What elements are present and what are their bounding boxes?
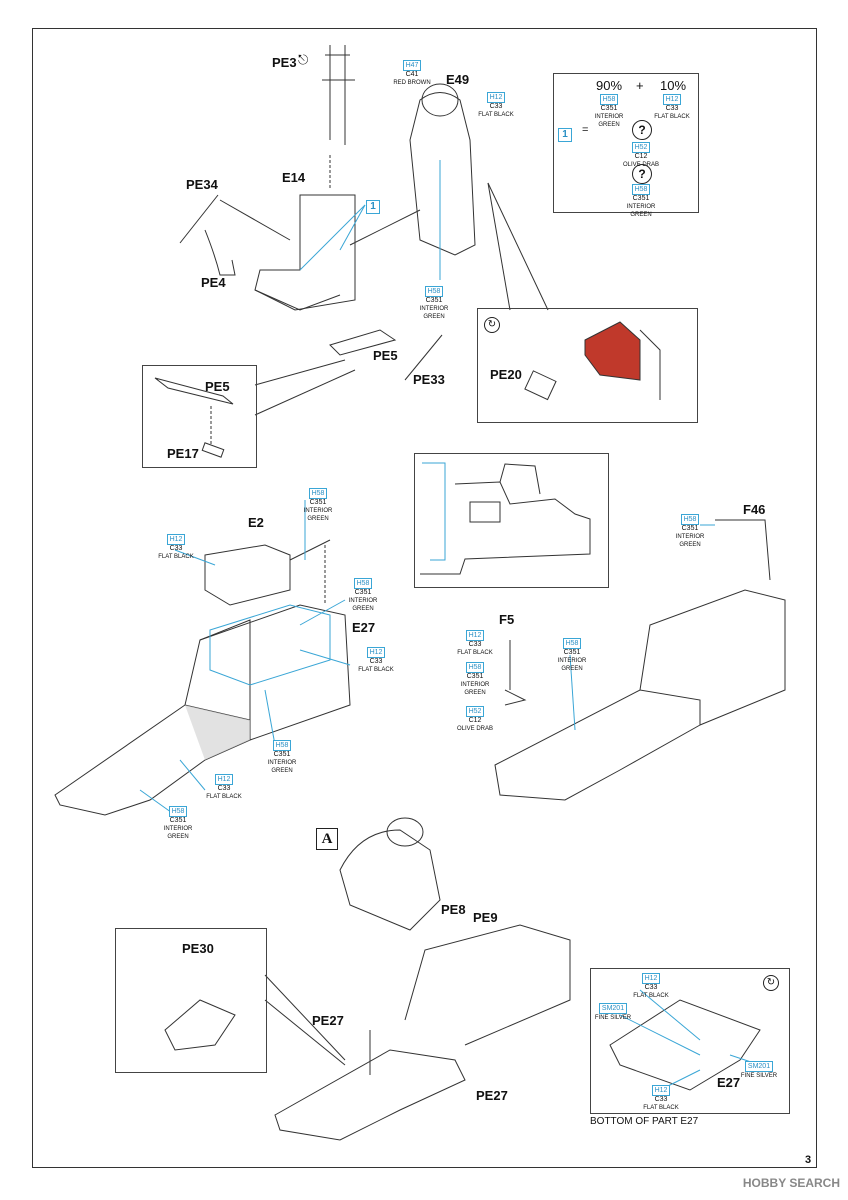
color-callout: H12 C33 FLAT BLACK bbox=[457, 630, 493, 656]
part-label-pe20: PE20 bbox=[490, 367, 522, 382]
color-callout: H58 C351 INTERIOR GREEN bbox=[460, 662, 490, 696]
part-label-e49: E49 bbox=[446, 72, 470, 87]
part-label-e14: E14 bbox=[282, 170, 306, 185]
mix-annotation-marker: 1 bbox=[558, 124, 572, 142]
color-callout: H12 C33 FLAT BLACK bbox=[633, 973, 669, 999]
part-label-e2: E2 bbox=[248, 515, 264, 530]
rotate-icon: ↻ bbox=[484, 317, 500, 333]
question-icon: ? bbox=[632, 120, 652, 140]
part-label-pe5-inset: PE5 bbox=[205, 379, 230, 394]
part-label-pe17: PE17 bbox=[167, 446, 199, 461]
mix-color-b: H12 C33 FLAT BLACK bbox=[654, 94, 690, 120]
inset-caption: BOTTOM OF PART E27 bbox=[590, 1116, 699, 1127]
part-label-pe9: PE9 bbox=[473, 910, 498, 925]
part-label-pe27-b: PE27 bbox=[476, 1088, 508, 1103]
rotate-arrow-icon: ⎋ bbox=[298, 52, 309, 67]
inset-bottom-e27: ↻ H12 C33 FLAT BLACK SM201 FINE SILVER S… bbox=[590, 968, 790, 1114]
mix-plus: + bbox=[636, 78, 644, 93]
mix-equals: = bbox=[582, 124, 589, 136]
color-callout: H12 C33 FLAT BLACK bbox=[206, 774, 242, 800]
mix-option-2: H58 C351 INTERIOR GREEN bbox=[626, 184, 656, 218]
color-callout: H12 C33 FLAT BLACK bbox=[643, 1085, 679, 1111]
part-label-e27-inset: E27 bbox=[717, 1075, 741, 1090]
color-callout: H12 C33 FLAT BLACK bbox=[158, 534, 194, 560]
mix-color-a: H58 C351 INTERIOR GREEN bbox=[594, 94, 624, 128]
inset-cockpit-detail bbox=[414, 453, 609, 588]
part-label-f5: F5 bbox=[499, 612, 515, 627]
color-callout: H12 C33 FLAT BLACK bbox=[478, 92, 514, 118]
part-label-pe33: PE33 bbox=[413, 372, 445, 387]
mix-percent-a: 90% bbox=[596, 78, 623, 93]
color-callout: H58 C351 INTERIOR GREEN bbox=[557, 638, 587, 672]
annotation-marker: 1 bbox=[366, 196, 380, 214]
inset-pe30: PE30 bbox=[115, 928, 267, 1073]
site-logo: HOBBY SEARCH bbox=[742, 1176, 840, 1190]
color-callout: H47 C41 RED BROWN bbox=[393, 60, 431, 86]
color-callout: H58 C351 INTERIOR GREEN bbox=[675, 514, 705, 548]
part-label-pe8: PE8 bbox=[441, 902, 466, 917]
color-mix-box: 90% + 10% H58 C351 INTERIOR GREEN H12 C3… bbox=[553, 73, 699, 218]
color-callout: H58 C351 INTERIOR GREEN bbox=[348, 578, 378, 612]
part-label-pe30: PE30 bbox=[182, 941, 214, 956]
part-label-pe34: PE34 bbox=[186, 177, 218, 192]
page-number: 3 bbox=[805, 1154, 812, 1166]
part-label-e27: E27 bbox=[352, 620, 376, 635]
color-callout: H58 C351 INTERIOR GREEN bbox=[419, 286, 449, 320]
part-label-pe5: PE5 bbox=[373, 348, 398, 363]
step-label: A bbox=[316, 828, 338, 850]
part-label-pe4: PE4 bbox=[201, 275, 226, 290]
part-label-pe3: PE3 bbox=[272, 55, 297, 70]
inset-pe20: ↻ PE20 bbox=[477, 308, 698, 423]
color-callout: H58 C351 INTERIOR GREEN bbox=[267, 740, 297, 774]
page-frame bbox=[32, 28, 817, 1168]
color-callout: H12 C33 FLAT BLACK bbox=[358, 647, 394, 673]
color-callout: H58 C351 INTERIOR GREEN bbox=[303, 488, 333, 522]
color-callout: H52 C12 OLIVE DRAB bbox=[456, 706, 493, 732]
question-icon: ? bbox=[632, 164, 652, 184]
color-callout: SM201 FINE SILVER bbox=[594, 1003, 632, 1021]
inset-pe5-pe17: PE5 PE17 bbox=[142, 365, 257, 468]
part-label-pe27-a: PE27 bbox=[312, 1013, 344, 1028]
color-callout: H58 C351 INTERIOR GREEN bbox=[163, 806, 193, 840]
mix-percent-b: 10% bbox=[660, 78, 687, 93]
part-label-f46: F46 bbox=[743, 502, 766, 517]
color-callout: SM201 FINE SILVER bbox=[740, 1061, 778, 1079]
rotate-icon: ↻ bbox=[763, 975, 779, 991]
